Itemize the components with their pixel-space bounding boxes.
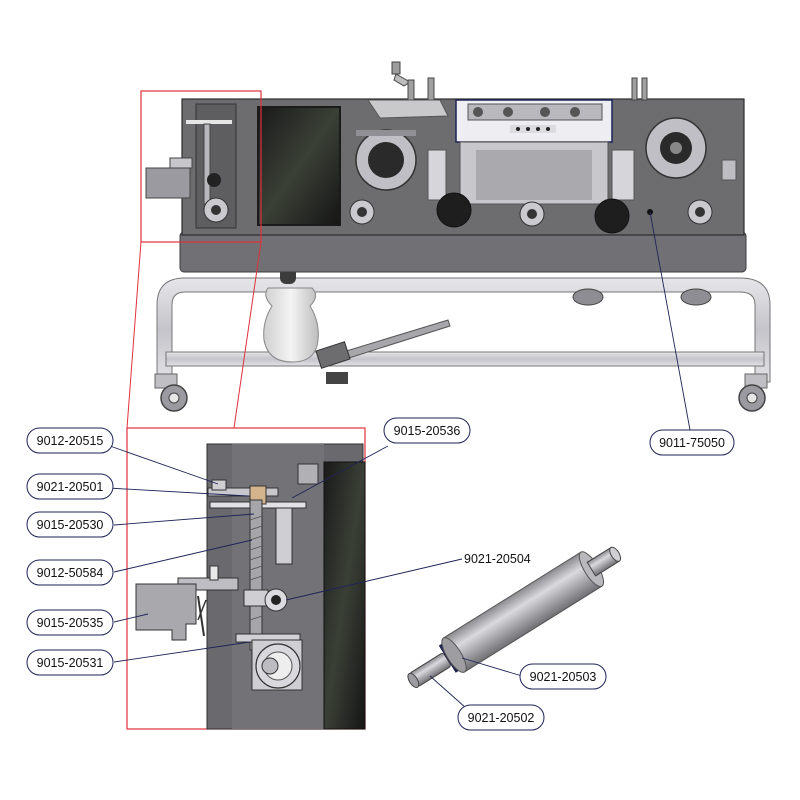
left-drum — [355, 129, 447, 201]
callout-detail-5: 9015-20535 — [26, 609, 114, 636]
callout-roller-2: 9021-20503 — [519, 663, 607, 690]
callout-label: 9012-20515 — [37, 434, 104, 448]
callout-label: 9021-20502 — [468, 711, 535, 725]
callout-detail-1: 9012-20515 — [26, 427, 114, 454]
leader-lines — [107, 211, 691, 709]
callout-label: 9021-20501 — [37, 480, 104, 494]
hanging-rollers — [572, 288, 712, 306]
callout-main-assembly: 9011-75050 — [649, 429, 735, 456]
callout-label: 9015-20530 — [37, 518, 104, 532]
hanging-bottle — [263, 258, 319, 363]
callout-label: 9015-20536 — [394, 424, 461, 438]
callout-detail-2: 9021-20501 — [26, 473, 114, 500]
highlight-box — [140, 90, 262, 243]
callout-detail-3: 9015-20530 — [26, 511, 114, 538]
left-window — [257, 106, 341, 226]
angled-rod — [315, 319, 451, 384]
caster-left — [154, 373, 188, 412]
roller-part — [407, 546, 622, 689]
main-machine — [140, 61, 771, 412]
callout-detail-6: 9015-20531 — [26, 649, 114, 676]
print-unit — [455, 99, 613, 205]
caster-right — [738, 373, 768, 412]
callout-detail-7: 9015-20536 — [383, 417, 471, 444]
detail-view — [126, 427, 366, 730]
top-crank — [367, 61, 648, 119]
callout-label: 9015-20531 — [37, 656, 104, 670]
callout-label: 9012-50584 — [37, 566, 104, 580]
callout-label: 9021-20503 — [530, 670, 597, 684]
callout-label: 9021-20504 — [464, 552, 531, 566]
callout-detail-4: 9012-50584 — [26, 559, 114, 586]
callout-roller-3: 9021-20502 — [457, 704, 545, 731]
lower-rollers — [349, 192, 713, 234]
callout-roller-1: 9021-20504 — [464, 552, 531, 566]
stand-frame — [154, 277, 771, 412]
callout-label: 9015-20535 — [37, 616, 104, 630]
right-drum — [611, 117, 737, 201]
callout-label: 9011-75050 — [659, 436, 725, 450]
zoom-connector — [126, 241, 262, 429]
left-mechanism-small — [145, 120, 232, 223]
